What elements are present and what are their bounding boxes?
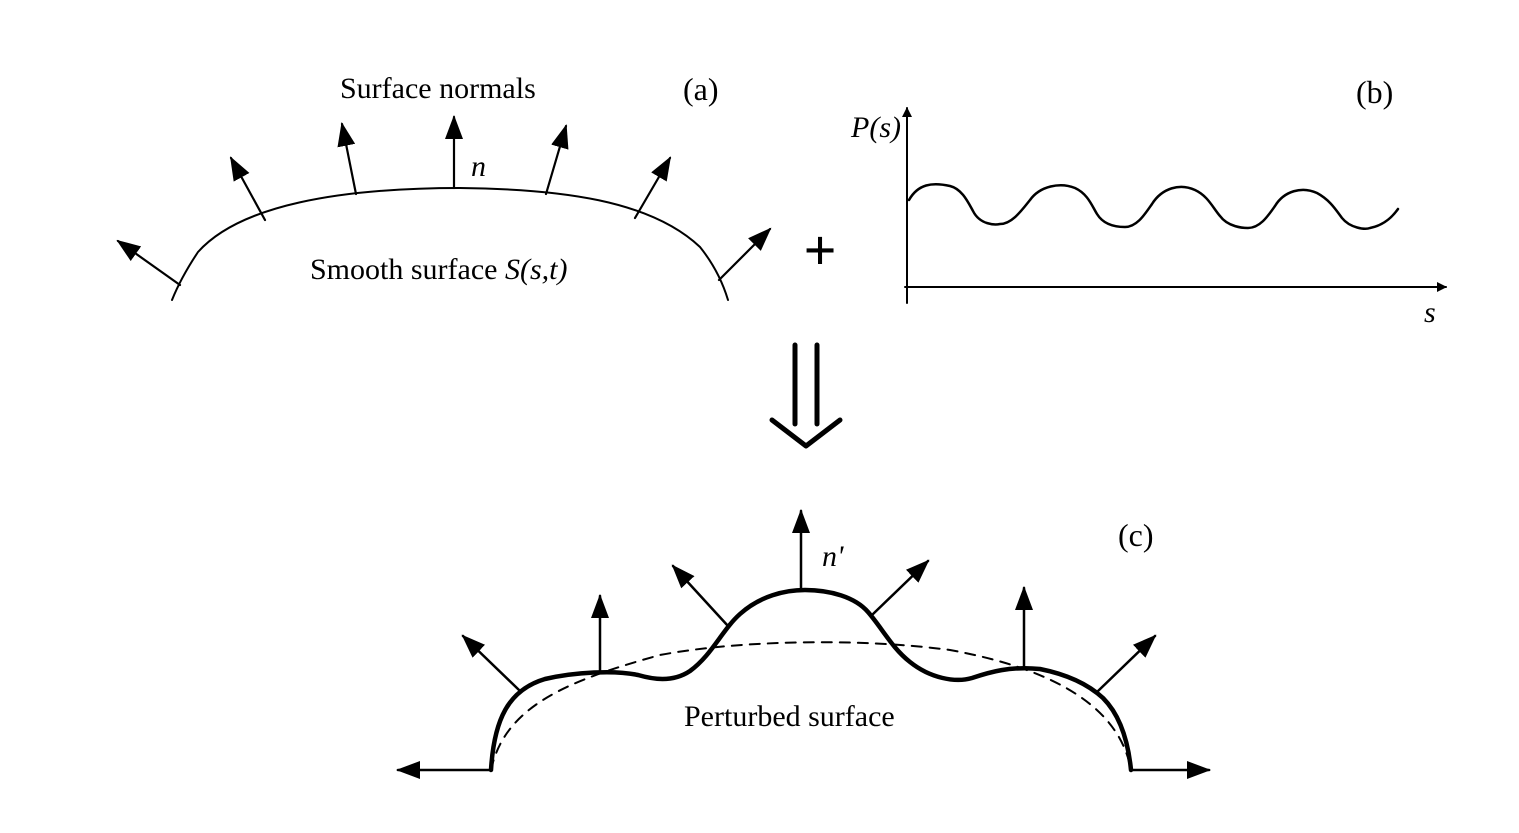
- x-axis-label: s: [1424, 296, 1436, 329]
- panel-c-tag: (c): [1118, 517, 1154, 553]
- plus-operator: +: [803, 218, 836, 283]
- normal-arrow: [717, 227, 772, 282]
- normal-symbol-n-prime: n': [822, 540, 844, 573]
- perturbed-normal-arrows: [396, 509, 1211, 779]
- perturbed-surface-curve: [488, 587, 1134, 773]
- perturbed-surface-label: Perturbed surface: [684, 700, 895, 733]
- implies-arrow: ⇓: [769, 342, 843, 449]
- perturbation-function-curve: [907, 183, 1400, 230]
- surface-normals-label: Surface normals: [340, 72, 536, 105]
- panel-b-tag: (b): [1356, 74, 1393, 110]
- normal-arrow: [337, 122, 358, 196]
- normal-symbol-n: n: [471, 150, 486, 183]
- original-surface-dashed: [490, 641, 1132, 771]
- perturbed-normal-arrow: [870, 559, 930, 617]
- normal-arrow: [633, 156, 672, 220]
- surface-normal-arrows: [116, 115, 772, 287]
- smooth-surface-label-text: Smooth surface: [310, 253, 505, 286]
- smooth-surface-label: Smooth surface S(s,t): [310, 253, 567, 286]
- perturbed-normal-arrow: [461, 634, 521, 692]
- smooth-surface-curve: [171, 187, 729, 301]
- smooth-surface-label-math: S(s,t): [505, 253, 568, 286]
- panel-a: (a) Surface normals n Smooth surface S(s…: [116, 71, 772, 301]
- normal-arrow: [544, 124, 569, 196]
- y-axis-label: P(s): [850, 111, 901, 144]
- normal-arrow: [229, 156, 267, 222]
- panel-a-tag: (a): [683, 71, 719, 107]
- normal-arrow: [116, 239, 182, 287]
- implies-arrow-head: [769, 417, 843, 449]
- perturbed-normal-arrow: [1095, 634, 1157, 694]
- perturbed-normal-arrow: [671, 564, 730, 628]
- panel-c: (c) n' Perturbed surface: [396, 509, 1211, 779]
- panel-b: (b) P(s) s: [850, 74, 1447, 329]
